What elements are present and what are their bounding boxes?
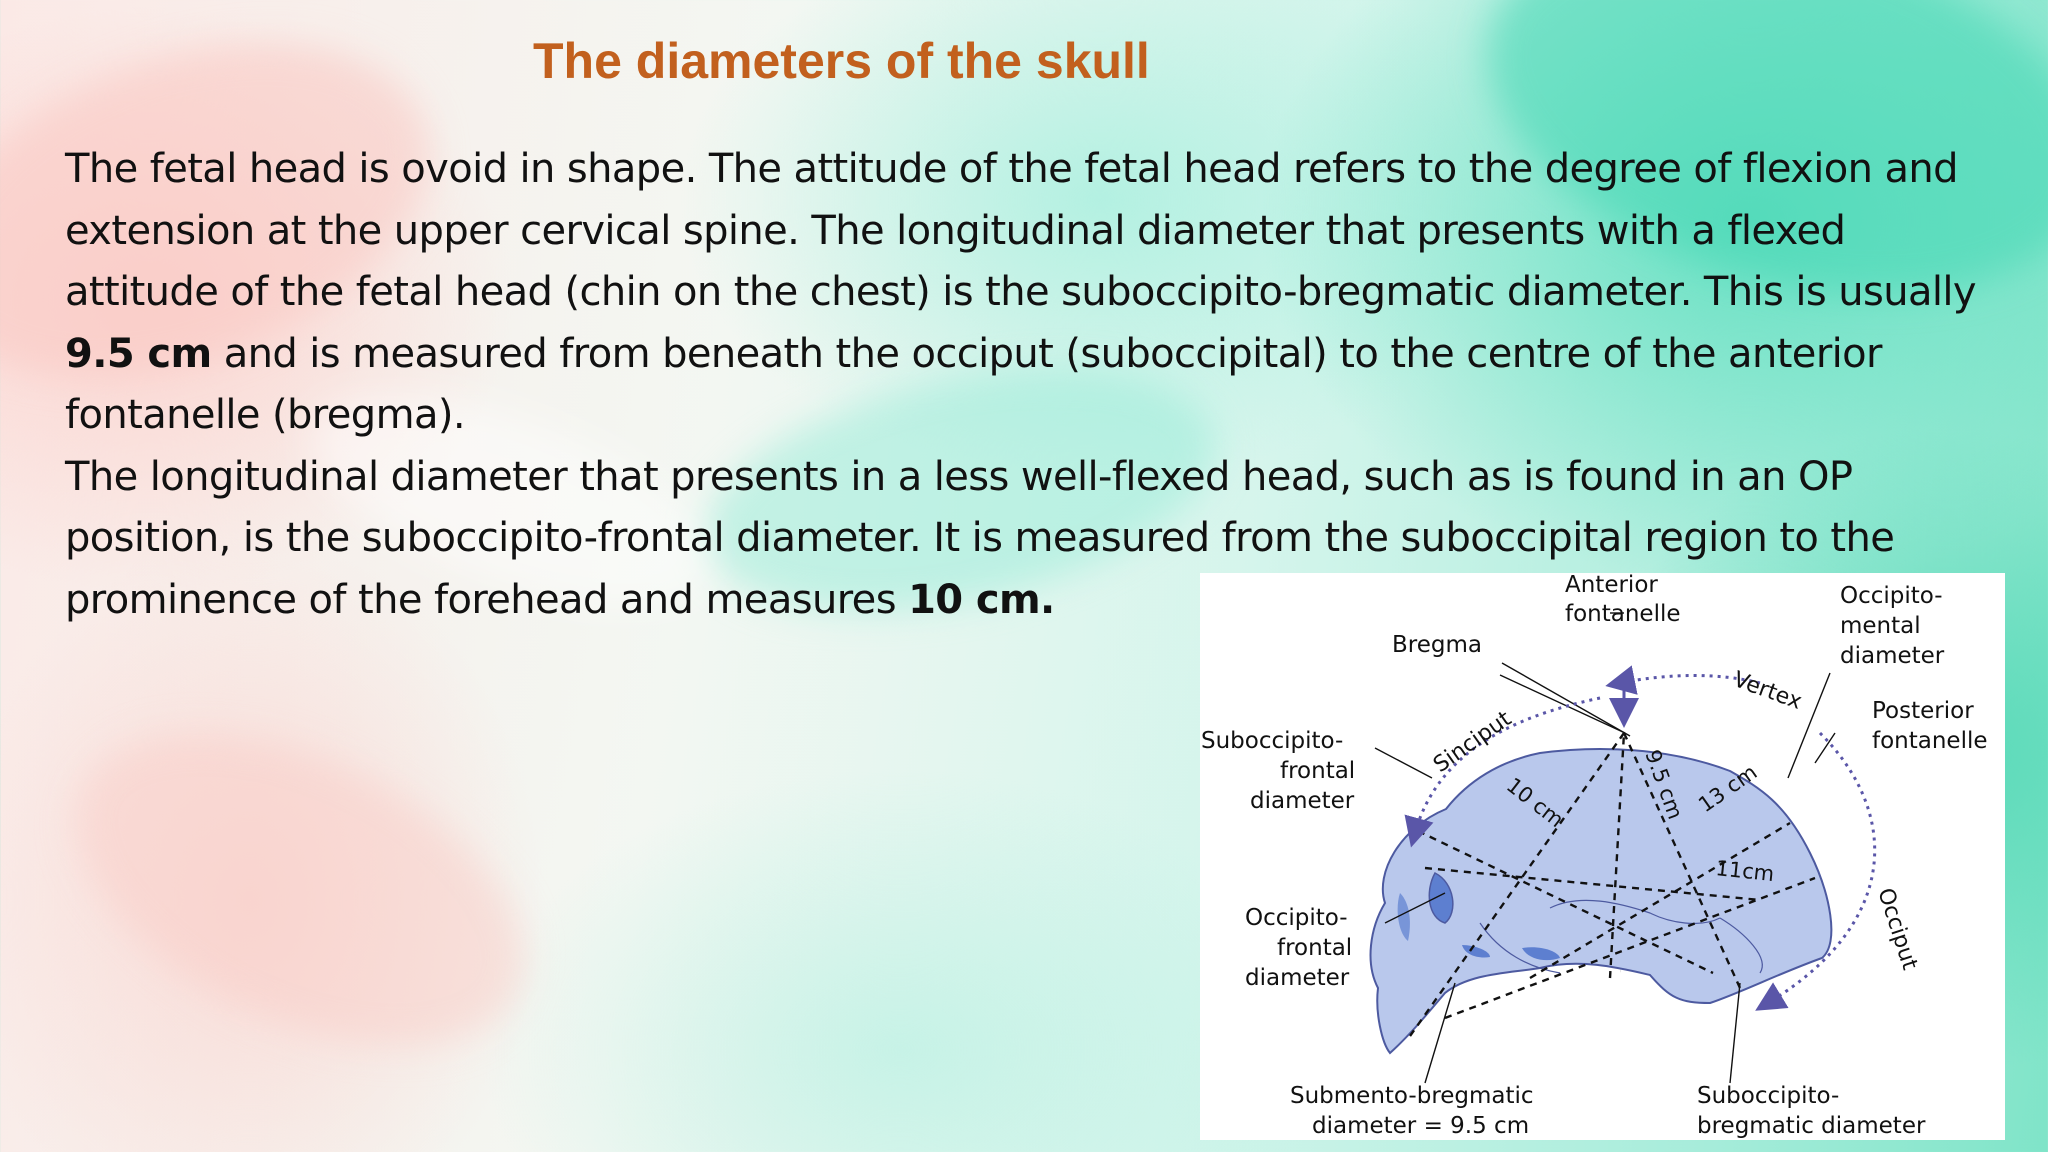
svg-text:fontanelle: fontanelle (1872, 728, 1988, 754)
label-occiput: Occiput (1872, 885, 1922, 973)
svg-text:diameter: diameter (1245, 965, 1350, 991)
bold-measure: 10 cm. (908, 576, 1055, 623)
skull-diameters-diagram: Anterior fontanelle Bregma Occipito- men… (1200, 573, 2005, 1140)
suture-line (1719, 917, 1763, 974)
label-suboccipitobregmatic: Suboccipito- (1697, 1083, 1839, 1109)
vertex-arrow (1605, 665, 1761, 695)
label-posterior-fontanelle: Posterior (1872, 698, 1974, 724)
skull-diagram-svg: Anterior fontanelle Bregma Occipito- men… (1201, 573, 1988, 1139)
svg-text:fontanelle: fontanelle (1565, 601, 1681, 627)
bold-measure: 9.5 cm (65, 330, 212, 377)
label-anterior-fontanelle: Anterior (1565, 573, 1658, 598)
leader-lines (1374, 612, 1836, 1084)
label-occipitofrontal: Occipito- (1245, 905, 1348, 931)
label-submentobregmatic: Submento-bregmatic (1290, 1083, 1534, 1109)
svg-text:bregmatic diameter: bregmatic diameter (1697, 1113, 1926, 1139)
svg-text:frontal: frontal (1280, 758, 1355, 784)
jaw-spot (1522, 947, 1560, 961)
diameter-lines (1409, 732, 1816, 1037)
svg-text:mental: mental (1840, 613, 1921, 639)
orbit-shape (1428, 872, 1454, 924)
background-brush (27, 670, 573, 1110)
body-text: The fetal head is ovoid in shape. The at… (65, 139, 1985, 631)
label-vertex: Vertex (1730, 667, 1805, 715)
svg-text:diameter = 9.5 cm: diameter = 9.5 cm (1312, 1113, 1529, 1139)
page-title: The diameters of the skull (533, 33, 1150, 89)
label-suboccipitofrontal: Suboccipito- (1201, 728, 1343, 754)
svg-text:frontal: frontal (1277, 935, 1352, 961)
svg-text:diameter: diameter (1840, 643, 1945, 669)
jaw-spot (1462, 945, 1490, 958)
suture-line (1479, 922, 1561, 974)
svg-text:diameter: diameter (1250, 788, 1355, 814)
label-bregma: Bregma (1392, 632, 1482, 658)
label-occipitomental: Occipito- (1840, 583, 1943, 609)
paragraph-1: The fetal head is ovoid in shape. The at… (65, 146, 1977, 438)
suture-line (1549, 899, 1721, 924)
paragraph-2: The longitudinal diameter that presents … (65, 453, 1895, 623)
nasal-shape (1397, 893, 1410, 941)
